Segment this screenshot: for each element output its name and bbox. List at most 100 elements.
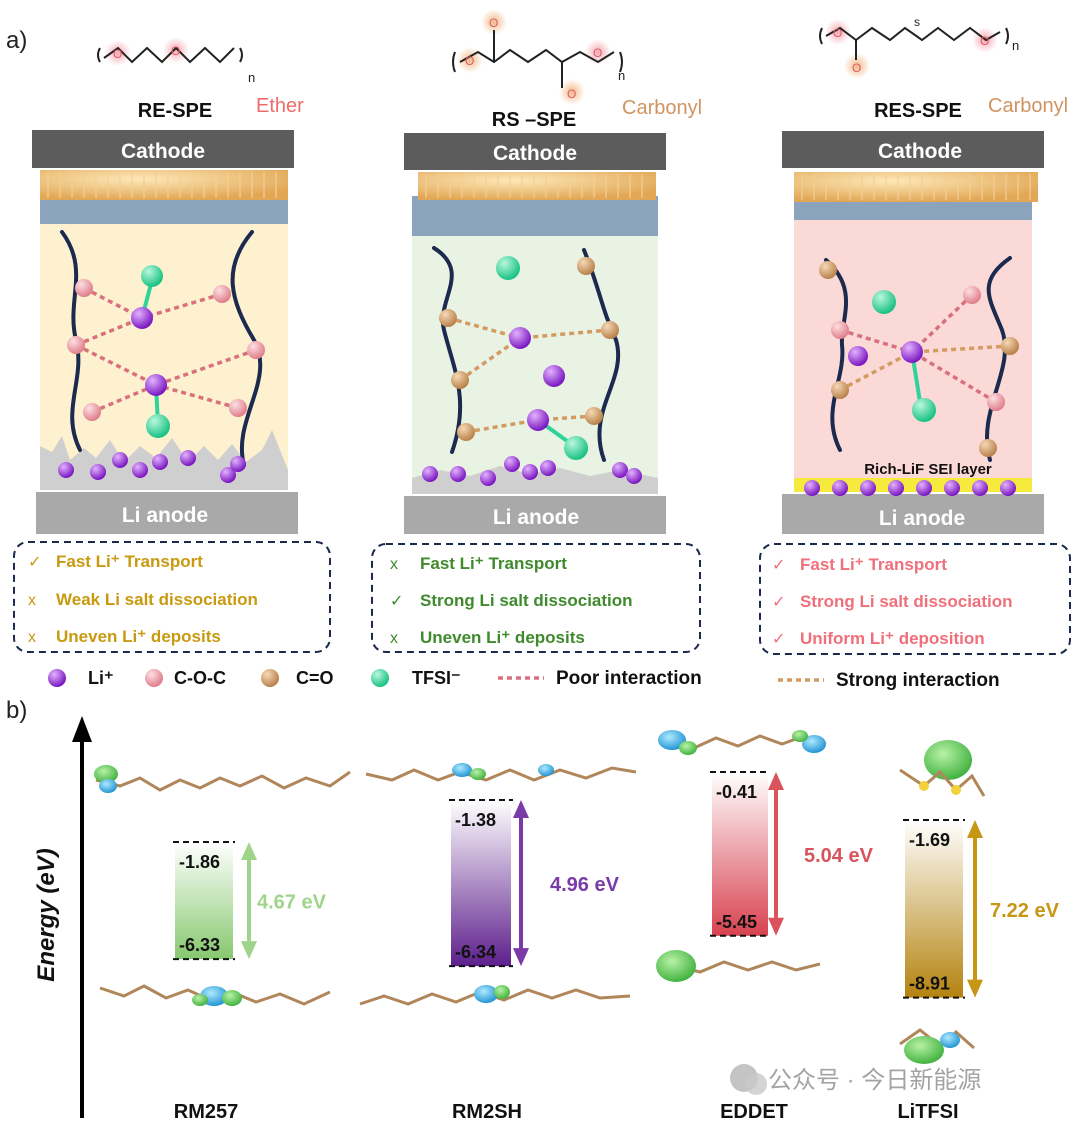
eddet-lumo-orbital	[658, 730, 827, 755]
rm257-gap-arrow-bottom	[241, 941, 257, 960]
legend-li-label: Li⁺	[88, 668, 114, 688]
cathode-particles-2	[418, 172, 656, 200]
energy-bars: -1.86 -6.33 4.67 eV -1.38 -6.34 4.96 eV -0.41 -…	[173, 771, 1060, 999]
column-2-name: RS –SPE	[492, 109, 576, 131]
formula-rs-spe: O O O O	[452, 9, 623, 105]
cell-re-spe: Cathode Li anode	[32, 130, 298, 534]
legend-tfsi-label: TFSI⁻	[412, 668, 461, 688]
legend-tfsi-icon	[371, 669, 389, 687]
rm2sh-gap-arrow-top	[513, 800, 529, 818]
property-3-1-mark: ✓	[772, 557, 785, 574]
legend-poor-label: Poor interaction	[556, 668, 702, 689]
svg-text:O: O	[567, 87, 576, 101]
eddet-lumo-value: -0.41	[716, 782, 757, 802]
property-3-3-mark: ✓	[772, 631, 785, 648]
svg-text:O: O	[593, 46, 602, 60]
watermark: 公众号 · 今日新能源	[730, 1064, 981, 1095]
rm257-lumo-value: -1.86	[179, 852, 220, 872]
property-1-3-text: Uneven Li⁺ deposits	[56, 627, 221, 646]
anode-label-3: Li anode	[879, 507, 965, 530]
svg-text:O: O	[852, 61, 861, 75]
svg-text:O: O	[171, 44, 180, 58]
property-box-1: ✓ Fast Li⁺ Transport x Weak Li salt diss…	[13, 541, 331, 653]
svg-text:O: O	[489, 16, 498, 30]
molecule-name-litfsi: LiTFSI	[897, 1101, 958, 1123]
rm2sh-homo-value: -6.34	[455, 942, 496, 962]
svg-text:O: O	[113, 47, 122, 61]
molecule-name-rm257: RM257	[174, 1101, 238, 1123]
anode-label-2: Li anode	[493, 506, 579, 529]
formula-re-spe: O O	[97, 37, 243, 66]
energy-axis-label: Energy (eV)	[33, 848, 60, 981]
formula-rs-spe-n: n	[618, 68, 625, 83]
rm2sh-lumo-value: -1.38	[455, 810, 496, 830]
legend-li-icon	[48, 669, 66, 687]
cathode-label-2: Cathode	[493, 142, 577, 165]
litfsi-lumo-value: -1.69	[909, 830, 950, 850]
formula-res-spe: O O O	[819, 19, 1009, 79]
cathode-label-3: Cathode	[878, 140, 962, 163]
svg-text:O: O	[465, 54, 474, 68]
column-1-name: RE-SPE	[138, 100, 212, 122]
cell-rs-spe: Cathode Li anode	[404, 133, 666, 534]
rm257-gap-arrow-top	[241, 842, 257, 860]
column-1-group: Ether	[256, 95, 304, 117]
property-2-3-text: Uneven Li⁺ deposits	[420, 628, 585, 647]
svg-text:O: O	[833, 26, 842, 40]
rm2sh-homo-orbital	[359, 985, 631, 1006]
litfsi-homo-value: -8.91	[909, 974, 950, 994]
panel-b-label: b)	[6, 697, 27, 724]
eddet-homo-value: -5.45	[716, 912, 757, 932]
eddet-gap-bar	[712, 772, 768, 936]
legend: Li⁺ C-O-C C=O TFSI⁻ Poor interaction Str…	[48, 668, 1000, 691]
legend-strong-label: Strong interaction	[836, 670, 1000, 691]
litfsi-gap-label: 7.22 eV	[990, 900, 1060, 922]
litfsi-homo-orbital	[899, 1028, 975, 1064]
rm2sh-gap-arrow-bottom	[513, 948, 529, 967]
column-3-name: RES-SPE	[874, 100, 962, 122]
property-1-1-text: Fast Li⁺ Transport	[56, 552, 203, 571]
legend-coc-label: C-O-C	[174, 668, 226, 688]
property-2-1-text: Fast Li⁺ Transport	[420, 554, 567, 573]
property-1-2-text: Weak Li salt dissociation	[56, 590, 258, 609]
property-1-2-mark: x	[28, 592, 36, 609]
watermark-text: 公众号 · 今日新能源	[768, 1067, 981, 1094]
rm2sh-lumo-orbital	[365, 763, 637, 782]
rm257-gap-bar	[175, 842, 233, 960]
property-2-2-text: Strong Li salt dissociation	[420, 591, 633, 610]
legend-co-label: C=O	[296, 668, 334, 688]
cell-res-spe: Cathode Rich-LiF SEI layer Li anode	[782, 131, 1044, 534]
rm257-gap-label: 4.67 eV	[257, 892, 327, 914]
legend-co-icon	[261, 669, 279, 687]
molecule-name-rm2sh: RM2SH	[452, 1101, 522, 1123]
property-1-1-mark: ✓	[28, 554, 41, 571]
litfsi-gap-arrow-top	[967, 820, 983, 838]
rm257-homo-value: -6.33	[179, 935, 220, 955]
property-2-2-mark: ✓	[390, 593, 403, 610]
energy-axis	[72, 716, 92, 1118]
molecule-name-eddet: EDDET	[720, 1101, 788, 1123]
cathode-particles-1	[40, 170, 288, 200]
column-3-group: Carbonyl	[988, 95, 1068, 117]
formula-re-spe-n: n	[248, 70, 255, 85]
formula-res-spe-n: n	[1012, 38, 1019, 53]
rm2sh-gap-label: 4.96 eV	[550, 874, 620, 896]
rm257-homo-orbital	[99, 984, 331, 1006]
property-3-3-text: Uniform Li⁺ deposition	[800, 629, 985, 648]
litfsi-lumo-orbital	[899, 740, 986, 797]
rm257-lumo-orbital	[94, 765, 351, 793]
property-3-1-text: Fast Li⁺ Transport	[800, 555, 947, 574]
eddet-homo-orbital	[656, 950, 821, 982]
litfsi-gap-arrow-bottom	[967, 979, 983, 998]
eddet-gap-label: 5.04 eV	[804, 845, 874, 867]
legend-coc-icon	[145, 669, 163, 687]
sei-label: Rich-LiF SEI layer	[864, 461, 992, 478]
panel-a-label: a)	[6, 27, 27, 54]
eddet-gap-arrow-bottom	[768, 917, 784, 936]
property-2-1-mark: x	[390, 556, 398, 573]
svg-text:O: O	[980, 34, 989, 48]
eddet-gap-arrow-top	[768, 772, 784, 790]
column-2-group: Carbonyl	[622, 97, 702, 119]
cathode-particles-3	[794, 172, 1038, 202]
litfsi-gap-bar	[905, 820, 963, 998]
